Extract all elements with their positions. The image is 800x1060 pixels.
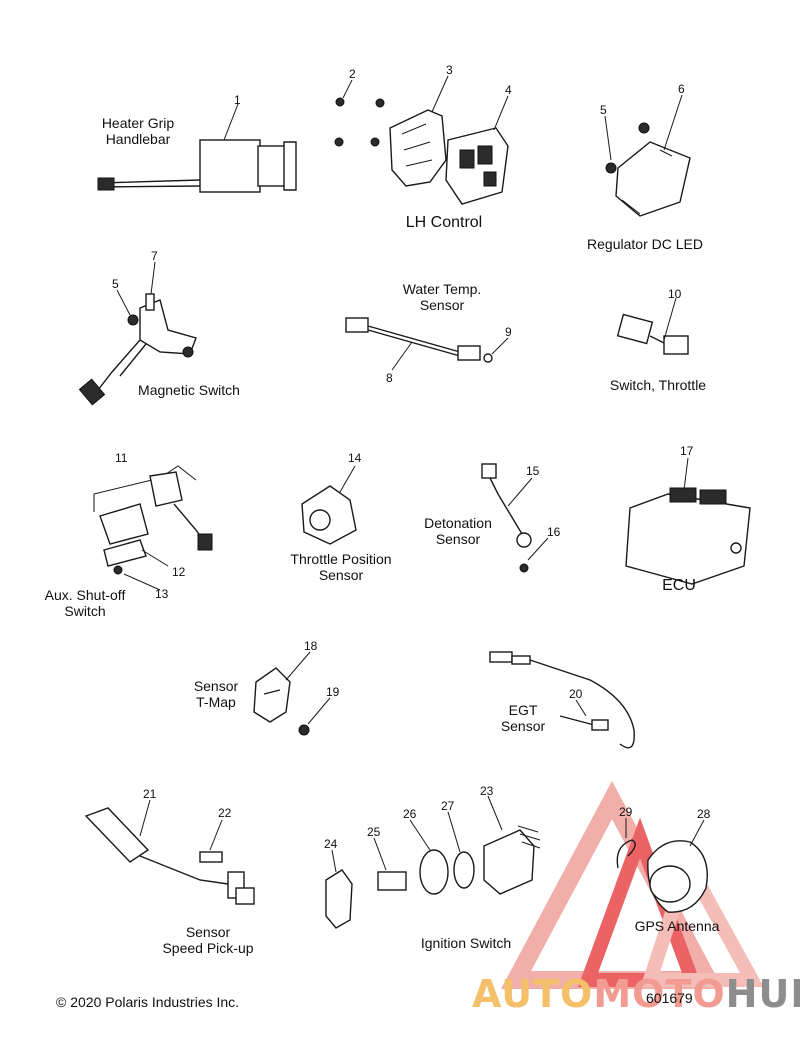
- watermark-logo-icon: [501, 780, 764, 989]
- part-number-29: 29: [619, 805, 633, 819]
- label-egt-sensor: EGT Sensor: [500, 702, 546, 734]
- lh-control-housing-part-icon: [389, 75, 449, 187]
- part-number-5b: 5: [112, 277, 119, 291]
- label-detonation-sensor: Detonation Sensor: [424, 515, 492, 547]
- label-speed-pickup: Sensor Speed Pick-up: [162, 924, 254, 956]
- part-number-26: 26: [403, 807, 417, 821]
- label-regulator: Regulator DC LED: [587, 236, 703, 252]
- part-number-5a: 5: [600, 103, 607, 117]
- water-temp-sensor-part-icon: [345, 317, 509, 371]
- part-number-23: 23: [480, 784, 494, 798]
- label-ignition-switch: Ignition Switch: [420, 935, 512, 951]
- part-number-15: 15: [526, 464, 540, 478]
- label-throttle-position-sensor: Throttle Position Sensor: [290, 551, 392, 583]
- part-number-17: 17: [680, 444, 694, 458]
- label-switch-throttle: Switch, Throttle: [609, 377, 707, 393]
- label-gps-antenna: GPS Antenna: [634, 918, 720, 934]
- detonation-sensor-part-icon: [481, 463, 549, 573]
- label-sensor-tmap: Sensor T-Map: [193, 678, 239, 710]
- part-number-22: 22: [218, 806, 232, 820]
- copyright-notice: © 2020 Polaris Industries Inc.: [56, 994, 240, 1010]
- part-number-9: 9: [505, 325, 512, 339]
- part-number-25: 25: [367, 825, 381, 839]
- part-number-27: 27: [441, 799, 455, 813]
- part-number-1: 1: [234, 93, 241, 107]
- part-number-18: 18: [304, 639, 318, 653]
- label-heater-grip: Heater Grip Handlebar: [101, 115, 175, 147]
- label-ecu: ECU: [662, 577, 696, 594]
- part-number-21: 21: [143, 787, 157, 801]
- regulator-part-icon: [604, 94, 691, 217]
- aux-shutoff-switch-part-icon: [93, 465, 213, 591]
- part-number-8: 8: [386, 371, 393, 385]
- magnetic-switch-part-icon: [78, 261, 197, 406]
- part-number-3: 3: [446, 63, 453, 77]
- diagram-id: 601679: [646, 990, 693, 1006]
- part-number-24: 24: [324, 837, 338, 851]
- part-number-2: 2: [349, 67, 356, 81]
- label-aux-shutoff-switch: Aux. Shut-off Switch: [44, 587, 126, 619]
- part-number-13: 13: [155, 587, 169, 601]
- screws-part-icon: [334, 79, 385, 147]
- throttle-switch-part-icon: [616, 297, 689, 355]
- label-water-temp-sensor: Water Temp. Sensor: [402, 281, 482, 313]
- tmap-sensor-part-icon: [253, 651, 331, 736]
- throttle-position-sensor-part-icon: [301, 465, 357, 545]
- lh-control-switch-part-icon: [445, 95, 509, 205]
- part-number-12: 12: [172, 565, 186, 579]
- ignition-switch-part-icon: [325, 795, 541, 929]
- speed-pickup-part-icon: [84, 799, 255, 905]
- part-number-10: 10: [668, 287, 682, 301]
- part-number-11: 11: [115, 451, 128, 465]
- heater-grip-part-icon: [97, 103, 297, 193]
- part-number-20: 20: [569, 687, 583, 701]
- part-number-6: 6: [678, 82, 685, 96]
- part-number-14: 14: [348, 451, 362, 465]
- part-number-4: 4: [505, 83, 512, 97]
- part-number-16: 16: [547, 525, 561, 539]
- label-magnetic-switch: Magnetic Switch: [138, 382, 240, 398]
- ecu-part-icon: [625, 457, 751, 585]
- label-lh-control: LH Control: [405, 214, 483, 231]
- egt-sensor-part-icon: [489, 651, 635, 749]
- gps-antenna-part-icon: [616, 818, 708, 913]
- part-number-19: 19: [326, 685, 340, 699]
- part-number-28: 28: [697, 807, 711, 821]
- watermark-text: AUTOMOTOHUB: [472, 972, 800, 1016]
- part-number-7: 7: [151, 249, 158, 263]
